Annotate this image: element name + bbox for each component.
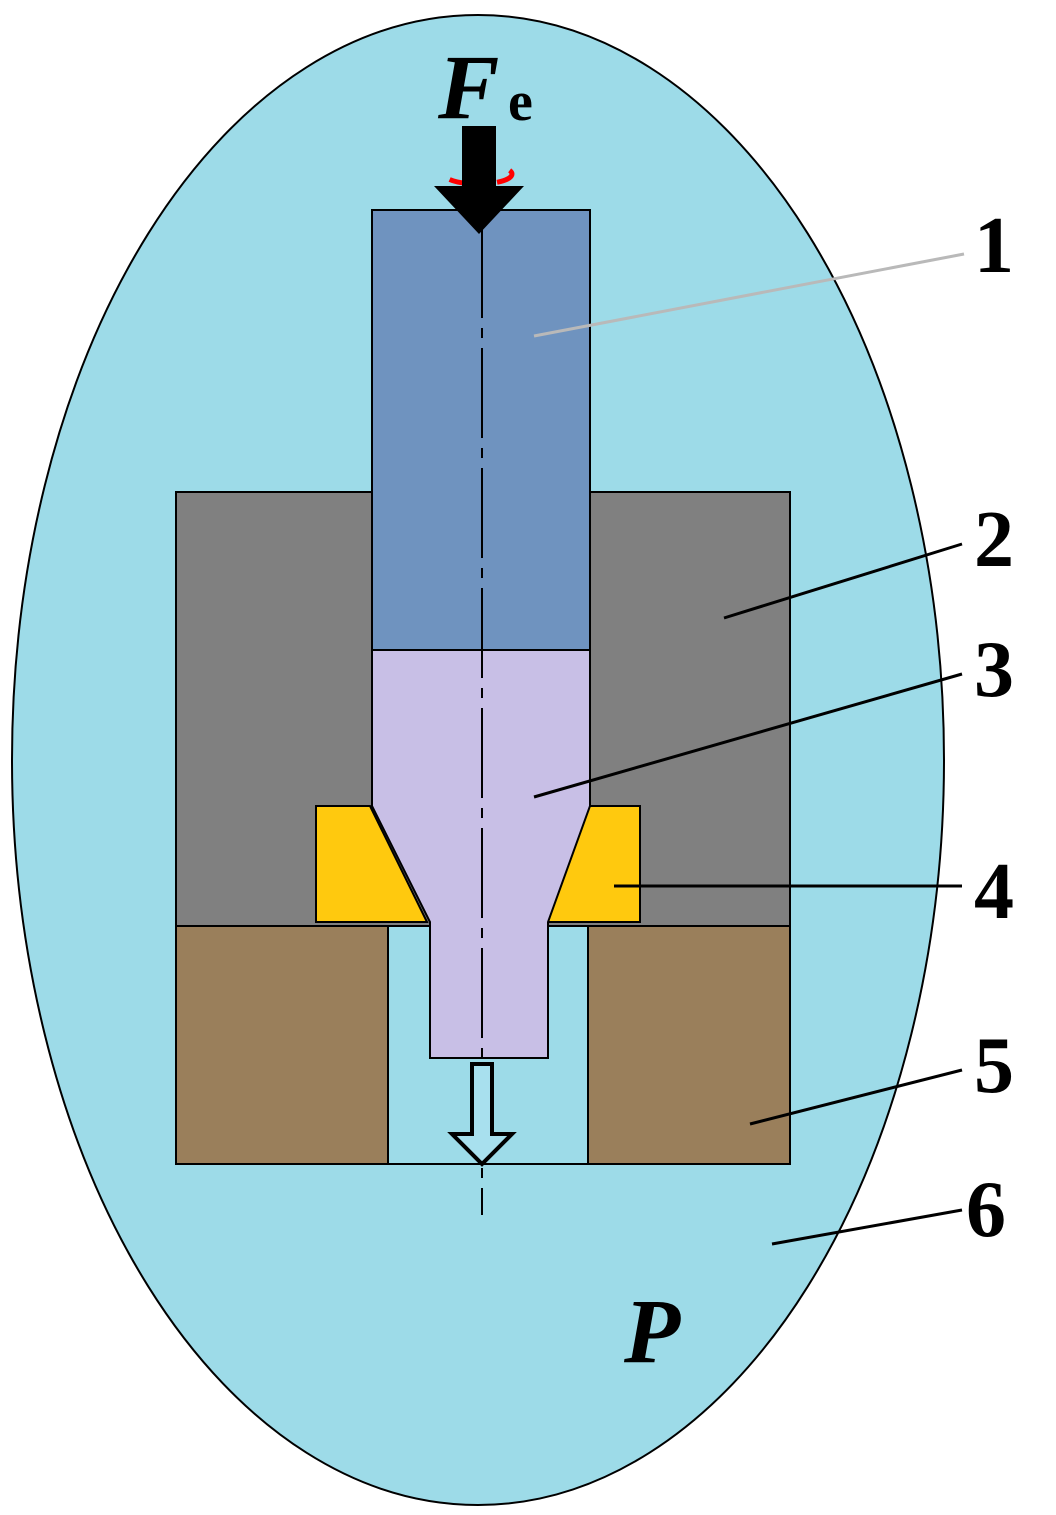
extrusion-direction-arrow [447, 1062, 517, 1167]
leader-line-2 [723, 542, 963, 620]
part-label-6: 6 [966, 1166, 1006, 1254]
force-symbol: F [437, 36, 499, 138]
force-arrow [434, 126, 524, 234]
part-label-5: 5 [974, 1022, 1014, 1110]
leader-line-5 [749, 1068, 963, 1126]
support-block-left [175, 925, 389, 1165]
leader-line-6 [771, 1208, 963, 1246]
die-left [315, 805, 429, 923]
part-label-1: 1 [974, 202, 1014, 290]
leader-line-1 [533, 252, 965, 338]
pressure-symbol: P [623, 1280, 681, 1382]
support-block-right [587, 925, 791, 1165]
force-subscript: e [508, 71, 533, 133]
part-label-4: 4 [974, 848, 1014, 936]
part-label-3: 3 [974, 626, 1014, 714]
part-label-2: 2 [974, 496, 1014, 584]
leader-line-3 [533, 672, 963, 799]
